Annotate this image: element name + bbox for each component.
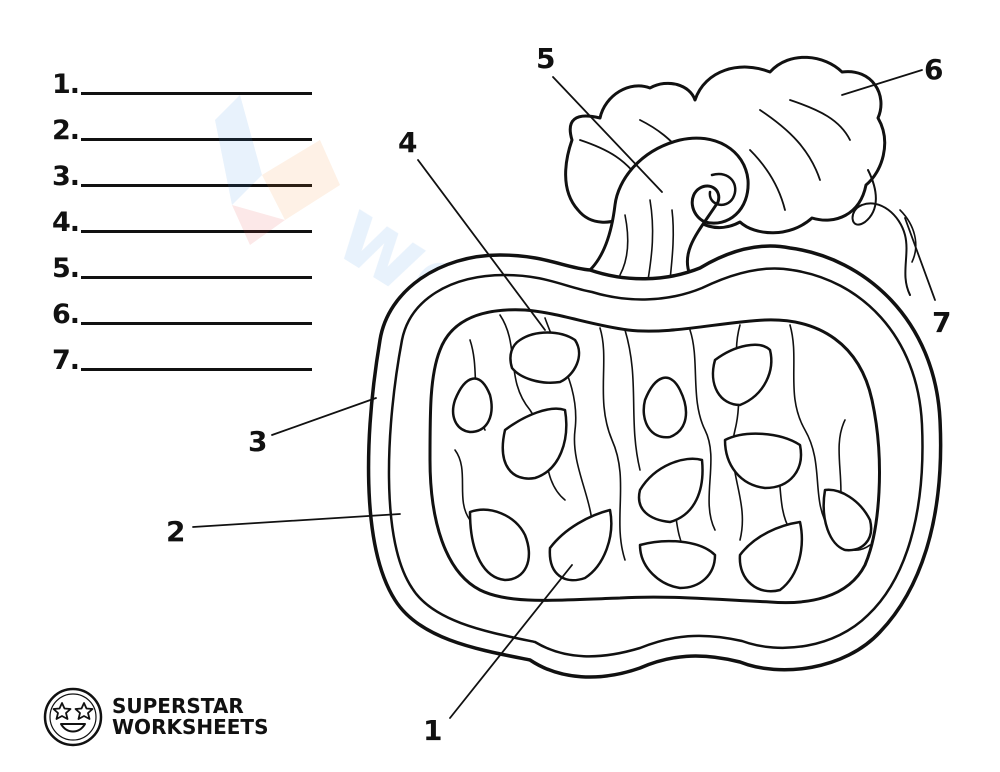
watermark-logo-red xyxy=(232,205,285,245)
stem-spiral xyxy=(708,172,737,207)
tendril-strand xyxy=(899,209,917,263)
answer-number: 3. xyxy=(52,161,80,192)
leader-line-6 xyxy=(841,69,923,96)
leaf-vein xyxy=(749,149,786,211)
answer-line-7: 7. xyxy=(52,328,312,374)
logo-line-2: WORKSHEETS xyxy=(112,715,269,739)
pumpkin-cavity xyxy=(428,308,881,605)
leader-line-2 xyxy=(192,513,401,528)
answer-line-1: 1. xyxy=(52,52,312,98)
answer-blank[interactable] xyxy=(81,138,312,141)
callout-6: 6 xyxy=(924,53,943,86)
pulp-strand xyxy=(454,449,471,521)
seed xyxy=(548,508,613,582)
answer-number: 7. xyxy=(52,345,80,376)
callout-1: 1 xyxy=(423,714,442,747)
callout-2: 2 xyxy=(166,515,185,548)
answer-number: 5. xyxy=(52,253,80,284)
pulp-strand xyxy=(499,314,566,501)
leaf-vein xyxy=(789,99,851,141)
logo-wordmark: SUPERSTAR WORKSHEETS xyxy=(112,696,268,738)
answer-line-2: 2. xyxy=(52,98,312,144)
callout-3: 3 xyxy=(248,425,267,458)
leader-line-7 xyxy=(904,217,936,301)
seed xyxy=(711,343,773,407)
seed xyxy=(642,376,688,439)
leader-line-4 xyxy=(417,159,546,331)
answer-line-3: 3. xyxy=(52,144,312,190)
answer-line-4: 4. xyxy=(52,190,312,236)
stem-ridge xyxy=(619,214,629,276)
answer-blank[interactable] xyxy=(81,230,312,233)
leader-line-5 xyxy=(552,76,663,193)
answer-blank[interactable] xyxy=(81,92,312,95)
pumpkin-skin-outer xyxy=(366,244,943,679)
stem xyxy=(588,136,750,284)
seed xyxy=(468,508,531,582)
answer-list: 1. 2. 3. 4. 5. 6. 7. xyxy=(52,52,312,374)
seed xyxy=(637,457,704,524)
watermark-logo-blue xyxy=(215,95,262,205)
answer-blank[interactable] xyxy=(81,184,312,187)
tendril xyxy=(851,169,911,296)
pulp-strand xyxy=(599,327,626,561)
seed xyxy=(509,331,581,384)
stem-ridge xyxy=(647,199,654,281)
answer-blank[interactable] xyxy=(81,276,312,279)
answer-blank[interactable] xyxy=(81,322,312,325)
callout-7: 7 xyxy=(932,306,951,339)
seed xyxy=(451,377,493,434)
pulp-strand xyxy=(789,324,831,531)
answer-blank[interactable] xyxy=(81,368,312,371)
star-face-icon xyxy=(43,687,103,747)
seed xyxy=(738,520,804,593)
seed xyxy=(638,539,717,590)
stem-ridge xyxy=(669,209,675,281)
pulp-strand xyxy=(624,329,641,471)
logo-line-1: SUPERSTAR xyxy=(112,694,244,718)
leaf-vein xyxy=(759,109,821,181)
seed xyxy=(822,488,873,552)
callout-5: 5 xyxy=(536,42,555,75)
leader-line-1 xyxy=(449,564,573,719)
superstar-worksheets-logo: SUPERSTAR WORKSHEETS xyxy=(42,686,268,748)
watermark-logo-orange xyxy=(262,140,340,220)
pumpkin-skin-inner xyxy=(387,267,924,658)
seed xyxy=(501,407,568,480)
seed xyxy=(723,432,803,490)
answer-number: 6. xyxy=(52,299,80,330)
answer-line-6: 6. xyxy=(52,282,312,328)
answer-number: 4. xyxy=(52,207,80,238)
answer-number: 2. xyxy=(52,115,80,146)
answer-line-5: 5. xyxy=(52,236,312,282)
leader-line-3 xyxy=(271,397,377,436)
callout-4: 4 xyxy=(398,126,417,159)
answer-number: 1. xyxy=(52,69,80,100)
pulp-strand xyxy=(689,329,716,531)
